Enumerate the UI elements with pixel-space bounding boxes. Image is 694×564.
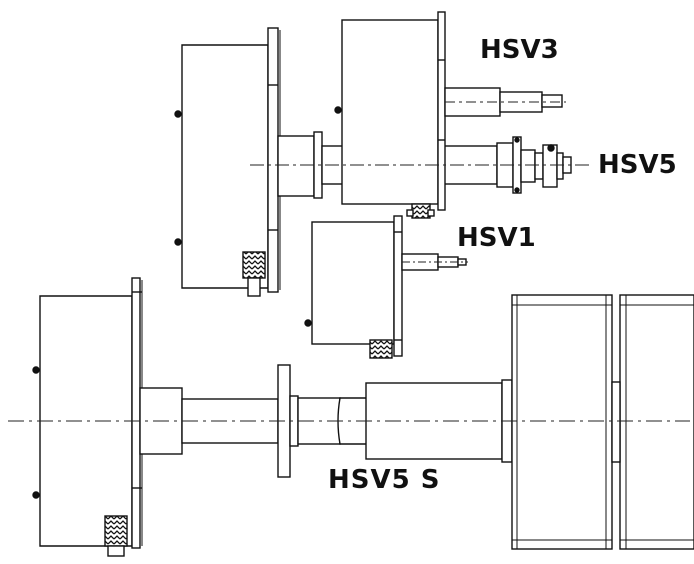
label-hsv5-s: HSV5 S [328,465,441,495]
label-hsv1: HSV1 [457,223,536,253]
label-hsv5: HSV5 [598,150,677,180]
unit-a-housing [174,27,281,297]
unit-d-housing [32,277,143,557]
pulley-drums [511,294,694,550]
center-lines [8,101,690,422]
label-hsv3: HSV3 [480,35,559,65]
unit-b-housing [334,11,563,219]
unit-c-housing [304,215,467,359]
